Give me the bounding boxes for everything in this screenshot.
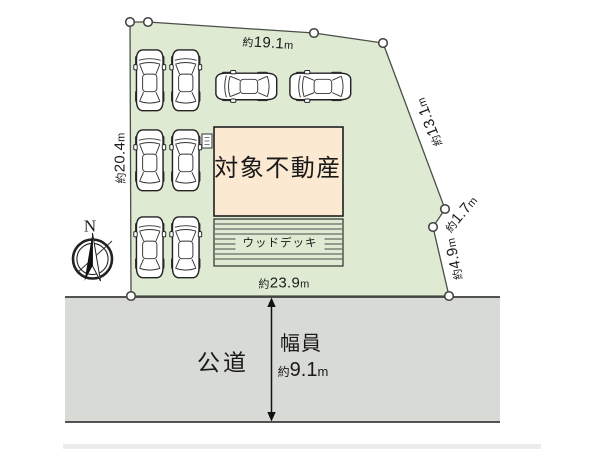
entrance-box — [201, 133, 213, 149]
boundary-marker — [308, 27, 320, 39]
car-icon — [169, 129, 203, 192]
boundary-marker — [443, 290, 455, 302]
road-width-title: 幅員 — [280, 333, 322, 355]
boundary-marker — [142, 16, 154, 28]
boundary-marker — [124, 16, 136, 28]
dimension-label-top: 約19.1m — [241, 33, 294, 53]
bottom-edge-strip — [63, 444, 541, 449]
car-icon — [215, 69, 278, 104]
road-width-arrow — [267, 297, 276, 422]
compass-north-label: N — [83, 216, 97, 236]
car-icon — [169, 49, 203, 112]
boundary-markers — [124, 16, 455, 302]
dimension-label-left: 約20.4m — [111, 132, 129, 184]
car-icon — [133, 129, 167, 192]
boundary-marker — [125, 290, 137, 302]
building-label: 対象不動産 — [214, 155, 342, 182]
car-icon — [133, 216, 167, 279]
dimension-label-bottom: 約23.9m — [258, 274, 310, 292]
car-icon — [169, 216, 203, 279]
compass-icon — [71, 232, 114, 282]
car-icon — [289, 69, 352, 104]
boundary-marker — [377, 37, 389, 49]
boundary-marker — [427, 221, 439, 233]
road-area — [65, 296, 500, 423]
building-shape — [213, 126, 344, 217]
car-icon — [133, 49, 167, 112]
road-label: 公道 — [197, 349, 249, 376]
wood-deck-label: ウッドデッキ — [235, 237, 325, 251]
road-width-value: 約9.1m — [277, 359, 329, 381]
boundary-marker — [439, 203, 451, 215]
